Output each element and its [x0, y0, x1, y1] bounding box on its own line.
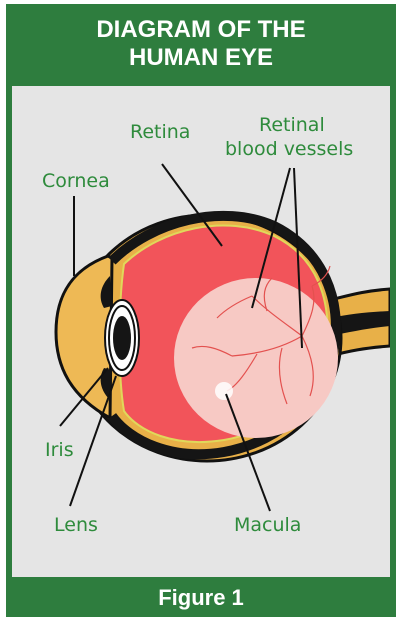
title-line-2: HUMAN EYE [129, 44, 273, 72]
label-macula: Macula [234, 514, 301, 536]
label-retina: Retina [130, 121, 190, 143]
label-cornea: Cornea [42, 170, 110, 192]
figure-caption: Figure 1 [6, 579, 396, 617]
eye-diagram: Retina Retinal blood vessels Cornea Iris… [12, 86, 390, 577]
label-lens: Lens [54, 514, 98, 536]
pupil [113, 316, 131, 360]
label-iris: Iris [45, 439, 74, 461]
cornea [56, 256, 112, 418]
title-line-1: DIAGRAM OF THE [96, 16, 305, 44]
macula-spot [215, 382, 233, 400]
label-blood-vessels: blood vessels [225, 138, 353, 160]
figure-frame: DIAGRAM OF THE HUMAN EYE [6, 4, 396, 617]
label-retinal: Retinal [259, 114, 325, 136]
figure-title: DIAGRAM OF THE HUMAN EYE [6, 4, 396, 84]
diagram-panel: Retina Retinal blood vessels Cornea Iris… [12, 86, 390, 577]
